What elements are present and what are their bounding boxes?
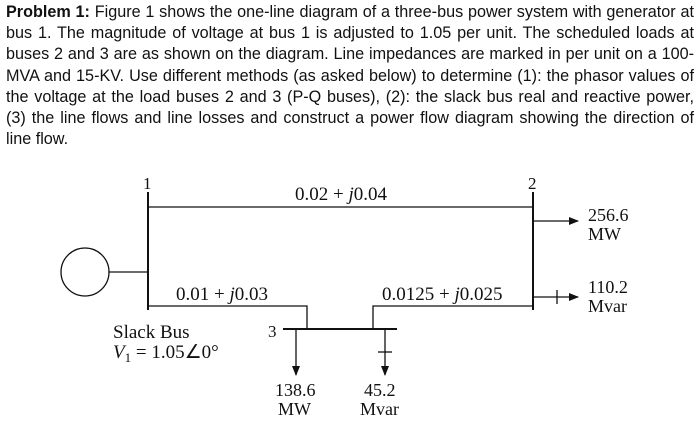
bus-3-mw-unit: MW [278, 399, 311, 419]
bus-3-mw-value: 138.6 [275, 380, 316, 400]
bus-3-label: 3 [268, 322, 277, 341]
slack-bus-label: Slack Bus [113, 322, 190, 343]
line-1-2-impedance: 0.02 + j0.04 [295, 184, 388, 205]
generator-symbol [60, 247, 110, 297]
bus-2-mvar-value: 110.2 [588, 277, 628, 297]
bus-2-label: 2 [528, 174, 537, 193]
problem-label: Problem 1: [6, 3, 90, 21]
problem-text: Figure 1 shows the one-line diagram of a… [6, 3, 694, 149]
bus-3-mvar-value: 45.2 [364, 380, 396, 400]
line-1-3-impedance: 0.01 + j0.03 [176, 284, 268, 305]
line-2-3-impedance: 0.0125 + j0.025 [382, 284, 503, 305]
line-2-3 [372, 305, 533, 329]
problem-statement: Problem 1: Figure 1 shows the one-line d… [6, 2, 694, 150]
bus-2-mw-value: 256.6 [588, 205, 629, 225]
slack-bus-voltage: V1 = 1.05∠0° [113, 342, 219, 365]
line-1-3 [148, 305, 308, 329]
bus-3-mvar-unit: Mvar [360, 399, 399, 419]
bus-1-label: 1 [143, 174, 152, 193]
bus-2-mw-unit: MW [588, 224, 621, 244]
bus-2-mvar-unit: Mvar [588, 296, 627, 316]
